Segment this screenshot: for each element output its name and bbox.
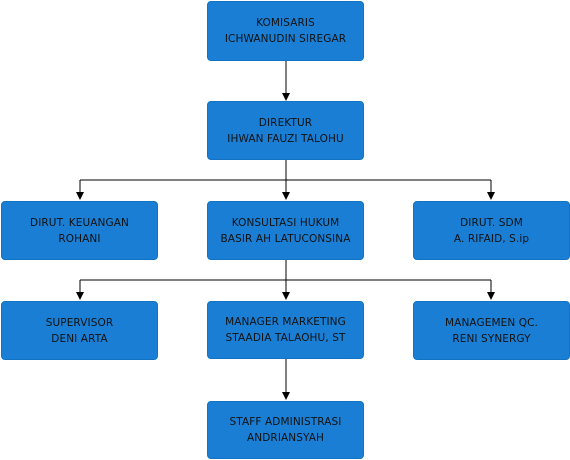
node-marketing-name: STAADIA TALAOHU, ST xyxy=(225,332,346,344)
node-sdm: DIRUT. SDM A. RIFAID, S.ip xyxy=(413,201,570,260)
node-supervisor-role: SUPERVISOR xyxy=(45,316,114,329)
node-marketing-role: MANAGER MARKETING xyxy=(225,316,346,328)
node-direktur: DIREKTUR IHWAN FAUZI TALOHU xyxy=(207,101,364,160)
node-konsultasi-name: BASIR AH LATUCONSINA xyxy=(220,232,351,245)
node-qc: MANAGEMEN QC. RENI SYNERGY xyxy=(413,301,570,360)
node-sdm-name: A. RIFAID, S.ip xyxy=(453,232,530,245)
node-keuangan-name: ROHANI xyxy=(58,232,101,245)
node-komisaris: KOMISARIS ICHWANUDIN SIREGAR xyxy=(207,1,364,61)
node-konsultasi: KONSULTASI HUKUM BASIR AH LATUCONSINA xyxy=(207,201,364,260)
node-staff-name: ANDRIANSYAH xyxy=(247,432,324,444)
node-komisaris-role: KOMISARIS xyxy=(256,17,315,29)
node-supervisor: SUPERVISOR DENI ARTA xyxy=(1,301,158,360)
node-supervisor-name: DENI ARTA xyxy=(51,332,108,345)
node-direktur-role: DIREKTUR xyxy=(258,116,313,129)
node-konsultasi-role: KONSULTASI HUKUM xyxy=(231,216,340,229)
node-qc-name: RENI SYNERGY xyxy=(452,332,531,345)
node-keuangan-role: DIRUT. KEUANGAN xyxy=(30,216,129,229)
node-keuangan: DIRUT. KEUANGAN ROHANI xyxy=(1,201,158,260)
node-staff: STAFF ADMINISTRASI ANDRIANSYAH xyxy=(207,401,364,459)
node-sdm-role: DIRUT. SDM xyxy=(460,216,523,229)
node-direktur-name: IHWAN FAUZI TALOHU xyxy=(227,132,344,145)
node-komisaris-name: ICHWANUDIN SIREGAR xyxy=(224,33,347,45)
node-qc-role: MANAGEMEN QC. xyxy=(445,316,538,329)
node-marketing: MANAGER MARKETING STAADIA TALAOHU, ST xyxy=(207,301,364,359)
node-staff-role: STAFF ADMINISTRASI xyxy=(229,416,342,428)
